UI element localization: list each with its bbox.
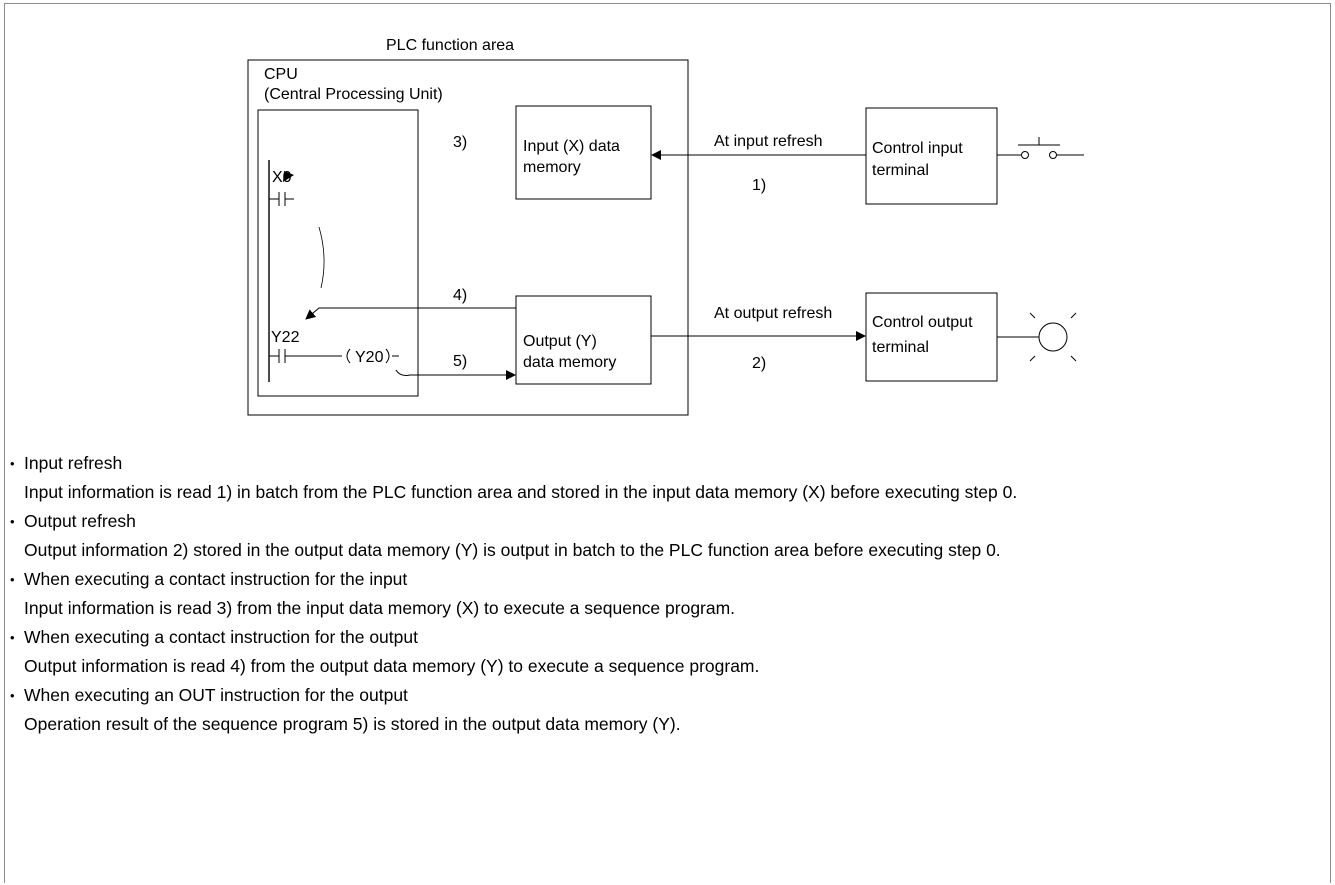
input-refresh-label: At input refresh: [714, 133, 823, 150]
desc-body: Output information 2) stored in the outp…: [24, 540, 1001, 560]
desc-heading: When executing an OUT instruction for th…: [10, 681, 1330, 710]
output-terminal-label-2: terminal: [872, 339, 929, 356]
step-3-label: 3): [453, 134, 467, 151]
ladder-program: X0 Y22 Y20: [268, 160, 399, 382]
desc-out-instruction: When executing an OUT instruction for th…: [10, 681, 1330, 739]
input-memory-label-2: memory: [523, 159, 581, 176]
contact-x0: [269, 192, 294, 206]
control-output-terminal-box: [865, 292, 998, 382]
output-terminal-label: Control output: [872, 314, 973, 331]
cpu-label: CPU: [264, 66, 298, 83]
desc-contact-output: When executing a contact instruction for…: [10, 623, 1330, 681]
output-read-arrow: [305, 307, 516, 320]
plc-refresh-diagram: PLC function area CPU (Central Processin…: [247, 37, 1084, 416]
output-memory-label-2: data memory: [523, 354, 616, 371]
cpu-program-box: [257, 109, 419, 397]
read-arrowhead-x0: [283, 171, 294, 182]
coil-y20: Y20: [346, 348, 399, 366]
lamp-icon: [997, 312, 1077, 362]
input-memory-label: Input (X) data: [523, 138, 620, 155]
desc-body: Input information is read 1) in batch fr…: [24, 482, 1018, 502]
desc-body: Operation result of the sequence program…: [24, 714, 681, 734]
step-4-label: 4): [453, 287, 467, 304]
step-2-label: 2): [752, 355, 766, 372]
desc-contact-input: When executing a contact instruction for…: [10, 565, 1330, 623]
operation-result-arrow: [395, 369, 516, 380]
step-5-label: 5): [453, 353, 467, 370]
input-terminal-label-2: terminal: [872, 162, 929, 179]
contact-y22-label: Y22: [271, 329, 300, 346]
switch-icon: [997, 137, 1084, 159]
page-frame: [4, 3, 1331, 883]
step-1-label: 1): [752, 177, 766, 194]
control-input-terminal-box: [865, 107, 998, 205]
contact-y22: [269, 349, 342, 363]
output-data-memory-box: [515, 295, 652, 385]
output-refresh-label: At output refresh: [714, 305, 832, 322]
desc-input-refresh: Input refresh Input information is read …: [10, 449, 1330, 507]
output-memory-label: Output (Y): [523, 333, 597, 350]
desc-body: Input information is read 3) from the in…: [24, 598, 736, 618]
desc-output-refresh: Output refresh Output information 2) sto…: [10, 507, 1330, 565]
desc-heading: When executing a contact instruction for…: [10, 565, 1330, 594]
input-terminal-label: Control input: [872, 140, 963, 157]
area-title: PLC function area: [386, 37, 514, 54]
desc-body: Output information is read 4) from the o…: [24, 656, 760, 676]
coil-y20-label: Y20: [355, 349, 384, 366]
desc-heading: Output refresh: [10, 507, 1330, 536]
omission-mark: [318, 226, 325, 289]
cpu-label-sub: (Central Processing Unit): [264, 86, 443, 103]
plc-function-area-box: [247, 59, 689, 416]
desc-heading: When executing a contact instruction for…: [10, 623, 1330, 652]
desc-heading: Input refresh: [10, 449, 1330, 478]
description-list: Input refresh Input information is read …: [10, 449, 1330, 739]
